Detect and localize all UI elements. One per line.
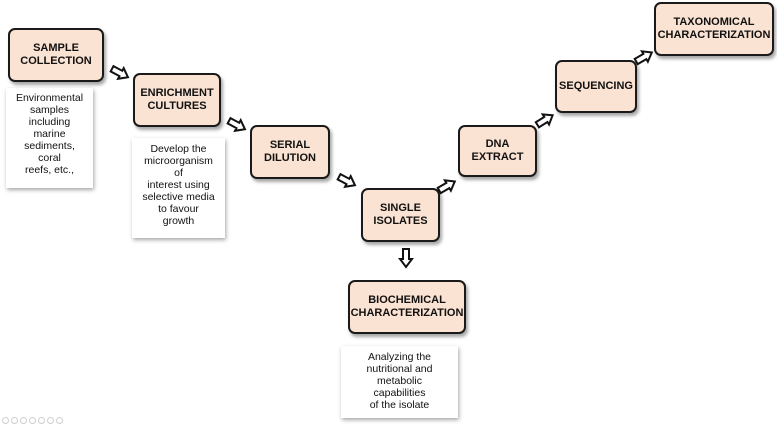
biochemical-characterization-box: BIOCHEMICAL CHARACTERIZATION bbox=[348, 280, 466, 334]
sequencing-box: SEQUENCING bbox=[555, 60, 637, 113]
arrow-sequencing-to-taxonomical-icon bbox=[633, 50, 654, 66]
arrow-dilution-to-isolates-icon bbox=[336, 172, 357, 189]
sample-collection-box: SAMPLE COLLECTION bbox=[8, 28, 104, 82]
sample-collection-note: Environmental samples including marine s… bbox=[6, 88, 93, 188]
arrow-enrichment-to-dilution-icon bbox=[226, 116, 247, 133]
arrow-dna-to-sequencing-icon bbox=[534, 113, 555, 129]
dna-extract-box: DNA EXTRACT bbox=[458, 125, 537, 177]
serial-dilution-box: SERIAL DILUTION bbox=[250, 125, 330, 179]
single-isolates-box: SINGLE ISOLATES bbox=[361, 188, 440, 242]
arrow-isolates-to-biochemical-icon bbox=[398, 248, 414, 269]
arrow-sample-to-enrichment-icon bbox=[109, 64, 130, 81]
taxonomical-characterization-box: TAXONOMICAL CHARACTERIZATION bbox=[654, 2, 774, 56]
enrichment-cultures-note: Develop the microorganism of interest us… bbox=[132, 138, 225, 238]
license-watermark-icon bbox=[2, 417, 63, 424]
enrichment-cultures-box: ENRICHMENT CULTURES bbox=[133, 73, 221, 127]
biochemical-characterization-note: Analyzing the nutritional and metabolic … bbox=[341, 346, 458, 418]
arrow-isolates-to-dna-icon bbox=[436, 179, 457, 195]
